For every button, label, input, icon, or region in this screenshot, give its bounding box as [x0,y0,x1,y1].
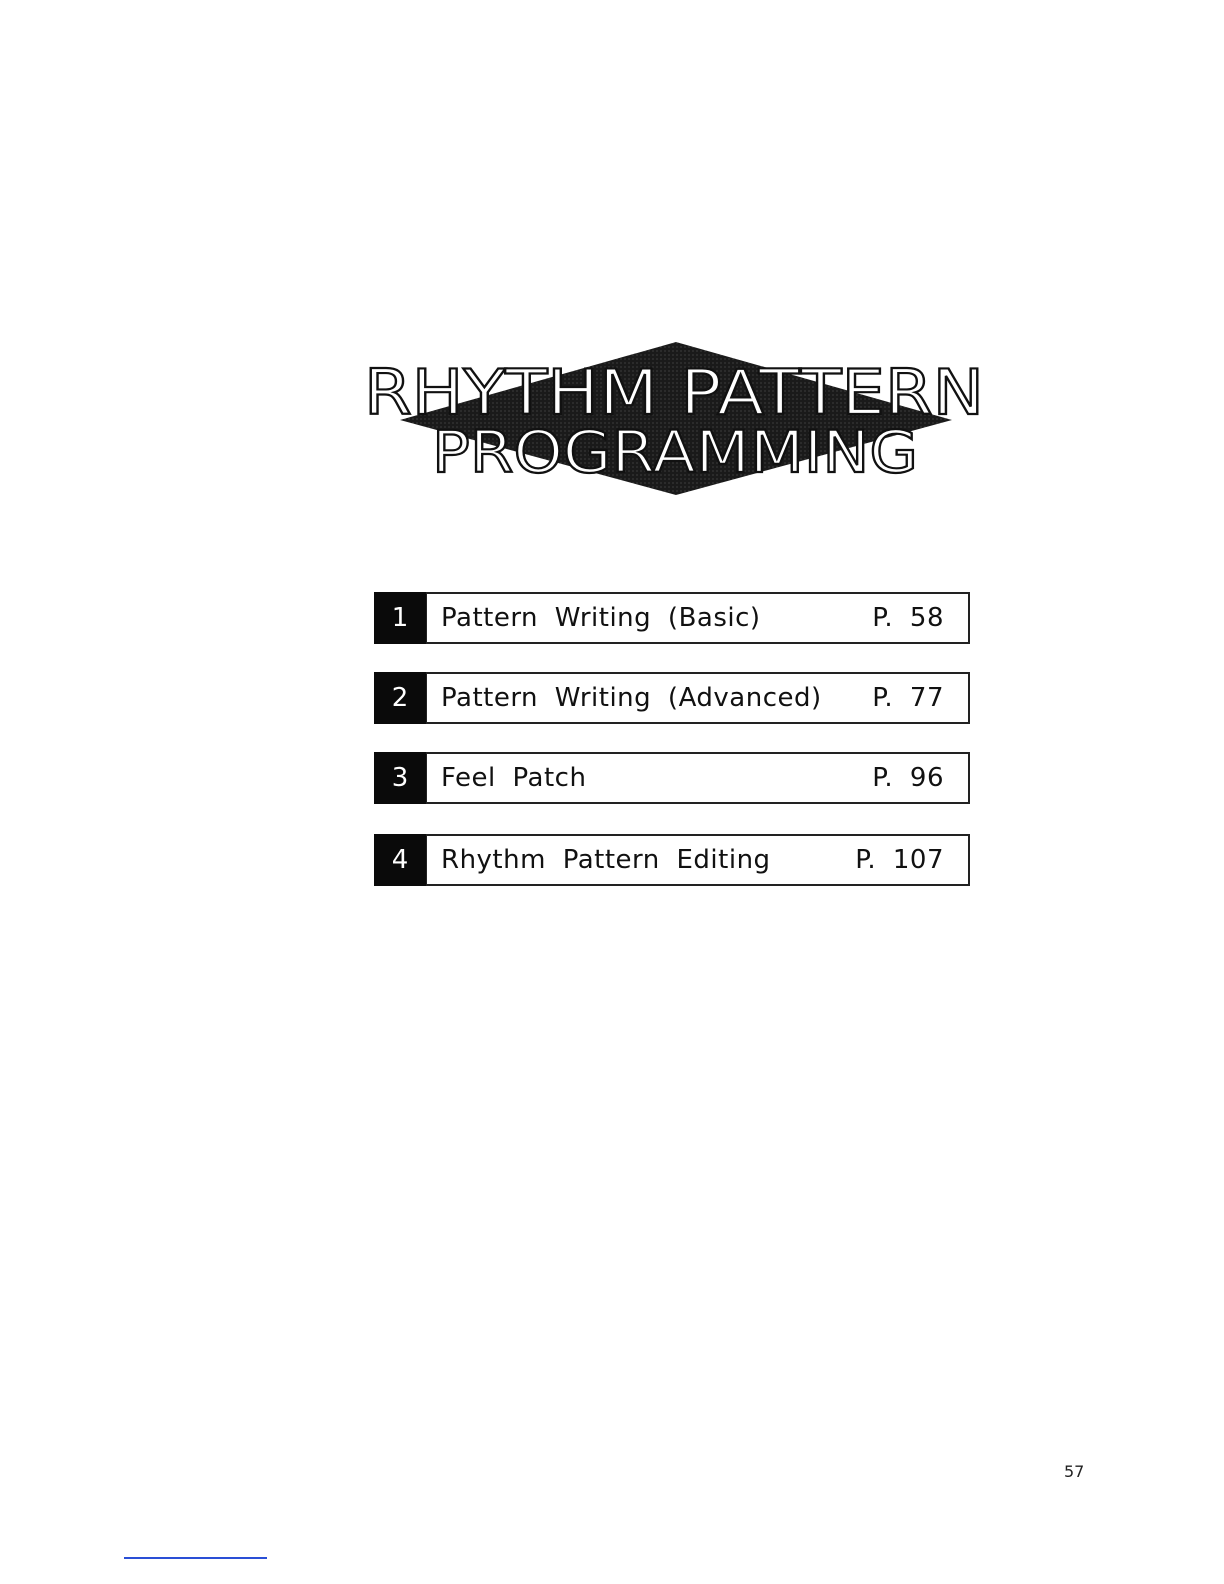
toc-label: Rhythm Pattern Editing [441,845,771,875]
toc-number: 3 [374,752,426,804]
toc-page-ref: P. 58 [872,603,944,633]
toc-label: Feel Patch [441,763,586,793]
link-underline [124,1557,267,1559]
toc-entry-box: Pattern Writing (Basic) P. 58 [426,592,970,644]
toc-label: Pattern Writing (Advanced) [441,683,822,713]
toc-number: 1 [374,592,426,644]
toc-page-ref: P. 77 [872,683,944,713]
toc-item-2[interactable]: 2 Pattern Writing (Advanced) P. 77 [374,672,970,724]
toc-item-4[interactable]: 4 Rhythm Pattern Editing P. 107 [374,834,970,886]
title-graphic: RHYTHM PATTERN PROGRAMMING [360,338,990,500]
page-number: 57 [1064,1462,1084,1481]
toc-item-1[interactable]: 1 Pattern Writing (Basic) P. 58 [374,592,970,644]
toc-entry-box: Feel Patch P. 96 [426,752,970,804]
toc-entry-box: Rhythm Pattern Editing P. 107 [426,834,970,886]
toc-label: Pattern Writing (Basic) [441,603,761,633]
toc-number: 2 [374,672,426,724]
toc-item-3[interactable]: 3 Feel Patch P. 96 [374,752,970,804]
toc-number: 4 [374,834,426,886]
title-line-2: PROGRAMMING [432,418,918,486]
toc-page-ref: P. 96 [872,763,944,793]
toc-entry-box: Pattern Writing (Advanced) P. 77 [426,672,970,724]
chapter-title: RHYTHM PATTERN PROGRAMMING [360,338,990,500]
toc-page-ref: P. 107 [855,845,944,875]
